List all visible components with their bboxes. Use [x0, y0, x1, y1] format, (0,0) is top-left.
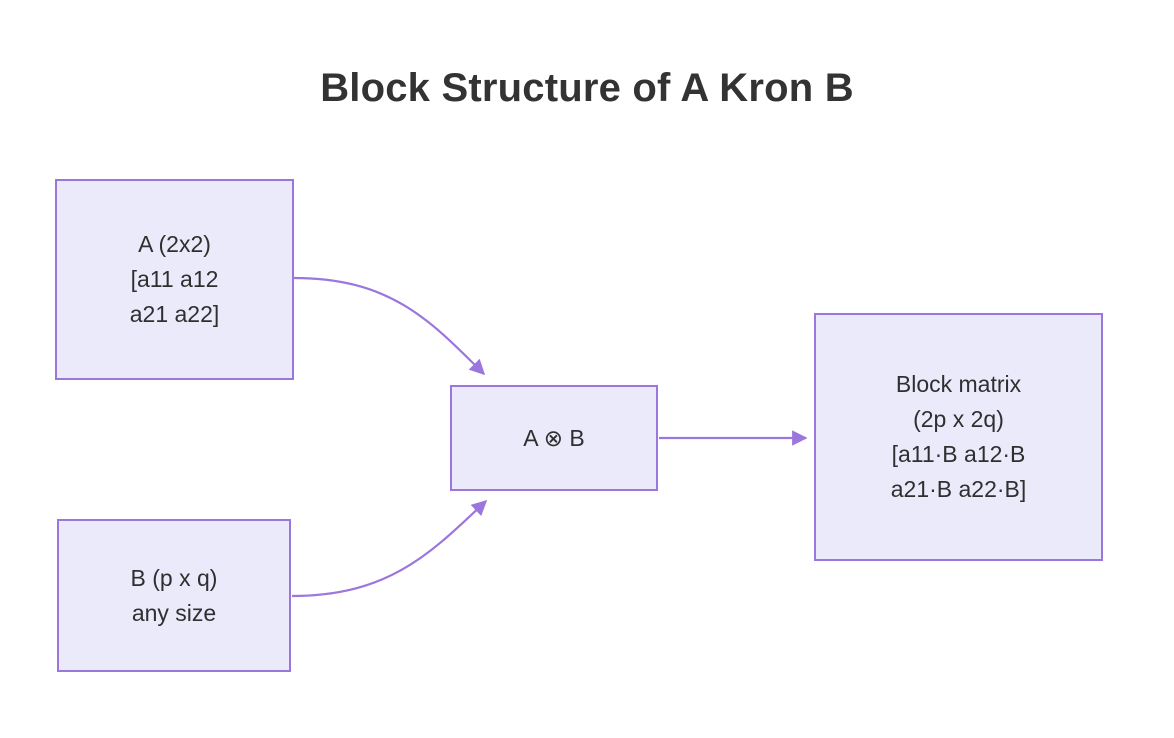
node-kronecker-product-label: A ⊗ B: [523, 424, 585, 451]
page-title: Block Structure of A Kron B: [320, 66, 854, 110]
node-matrix-a[interactable]: A (2x2) [a11 a12 a21 a22]: [55, 179, 294, 380]
node-matrix-a-line-0: A (2x2): [138, 231, 211, 258]
node-block-matrix-result-line-3: a21·B a22·B]: [890, 475, 1027, 502]
edge-b-to-kron: [291, 499, 488, 598]
node-block-matrix-result-line-0: Block matrix: [895, 371, 1022, 398]
node-block-matrix-result-line-1: (2p x 2q): [913, 406, 1004, 433]
node-matrix-b-line-1: any size: [131, 599, 217, 626]
node-matrix-a-line-1: [a11 a12: [130, 266, 219, 293]
node-matrix-b[interactable]: B (p x q) any size: [57, 519, 291, 672]
edge-a-to-kron: [293, 276, 486, 376]
node-block-matrix-result-line-2: [a11·B a12·B: [891, 441, 1026, 467]
node-kronecker-product[interactable]: A ⊗ B: [450, 385, 658, 491]
node-matrix-b-line-0: B (p x q): [130, 564, 218, 591]
node-matrix-a-line-2: a21 a22]: [129, 300, 220, 327]
node-block-matrix-result[interactable]: Block matrix (2p x 2q) [a11·B a12·B a21·…: [814, 313, 1103, 561]
